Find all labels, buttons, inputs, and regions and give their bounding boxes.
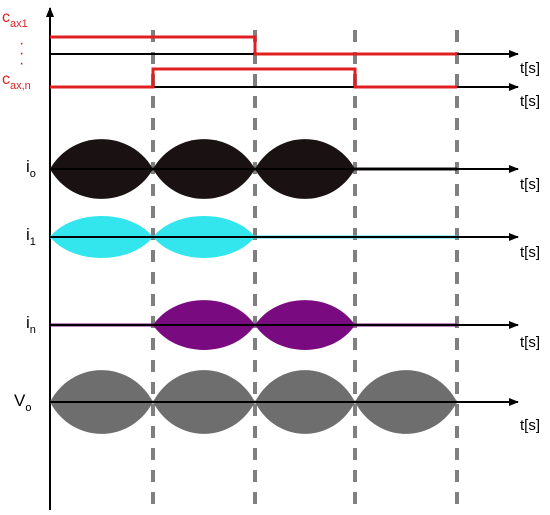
signal-ellipsis: · · · — [19, 35, 24, 72]
in-label: in — [26, 313, 36, 336]
cax1-label: cax1 — [2, 9, 28, 30]
t-label-vo: t[s] — [520, 417, 540, 434]
caxn-label: cax,n — [2, 71, 31, 92]
t-label-caxn: t[s] — [520, 93, 540, 110]
signal-i1: i1 t[s] — [26, 216, 540, 261]
signal-vo: Vo t[s] — [14, 370, 540, 434]
signal-caxn: cax,n t[s] — [2, 67, 540, 110]
t-label-io: t[s] — [520, 176, 540, 193]
signal-in: in t[s] — [26, 300, 540, 351]
ellipsis-dot: · — [19, 35, 24, 52]
ellipsis-dot: · — [19, 55, 24, 72]
vo-label: Vo — [14, 391, 31, 414]
time-dividers — [151, 30, 459, 510]
t-label-in: t[s] — [520, 334, 540, 351]
caxn-pulse — [50, 67, 457, 89]
i1-label: i1 — [26, 225, 36, 248]
signal-io: io t[s] — [26, 139, 540, 199]
ellipsis-dot: · — [19, 45, 24, 62]
signal-cax1: cax1 t[s] — [2, 9, 540, 77]
cax1-pulse — [50, 35, 457, 56]
io-label: io — [26, 157, 36, 180]
t-label-cax1: t[s] — [520, 60, 540, 77]
t-label-i1: t[s] — [520, 244, 540, 261]
